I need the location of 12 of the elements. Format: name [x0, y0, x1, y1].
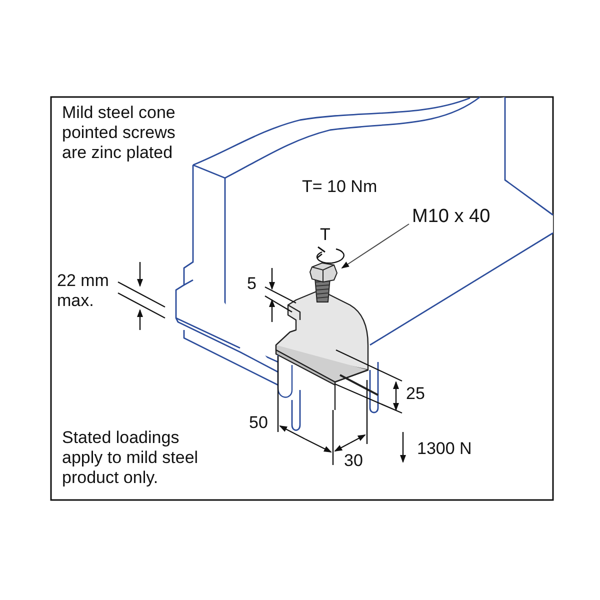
dimension-label: 22 mm max.	[57, 271, 110, 311]
callout-text: M10 x 40	[412, 206, 517, 230]
note-text: Stated loadings apply to mild steel product only.	[62, 428, 200, 488]
dimension-label: 5	[247, 274, 258, 294]
dimension-label: 50	[249, 413, 269, 433]
dimension-label: 30	[344, 451, 364, 471]
dimension-label: 25	[406, 384, 426, 404]
load-label: 1300 N	[417, 439, 473, 459]
torque-symbol-label: T	[320, 225, 332, 245]
note-text: Mild steel cone pointed screws are zinc plated	[62, 103, 176, 163]
torque-label: T= 10 Nm	[302, 177, 378, 197]
leader-line	[341, 224, 410, 269]
